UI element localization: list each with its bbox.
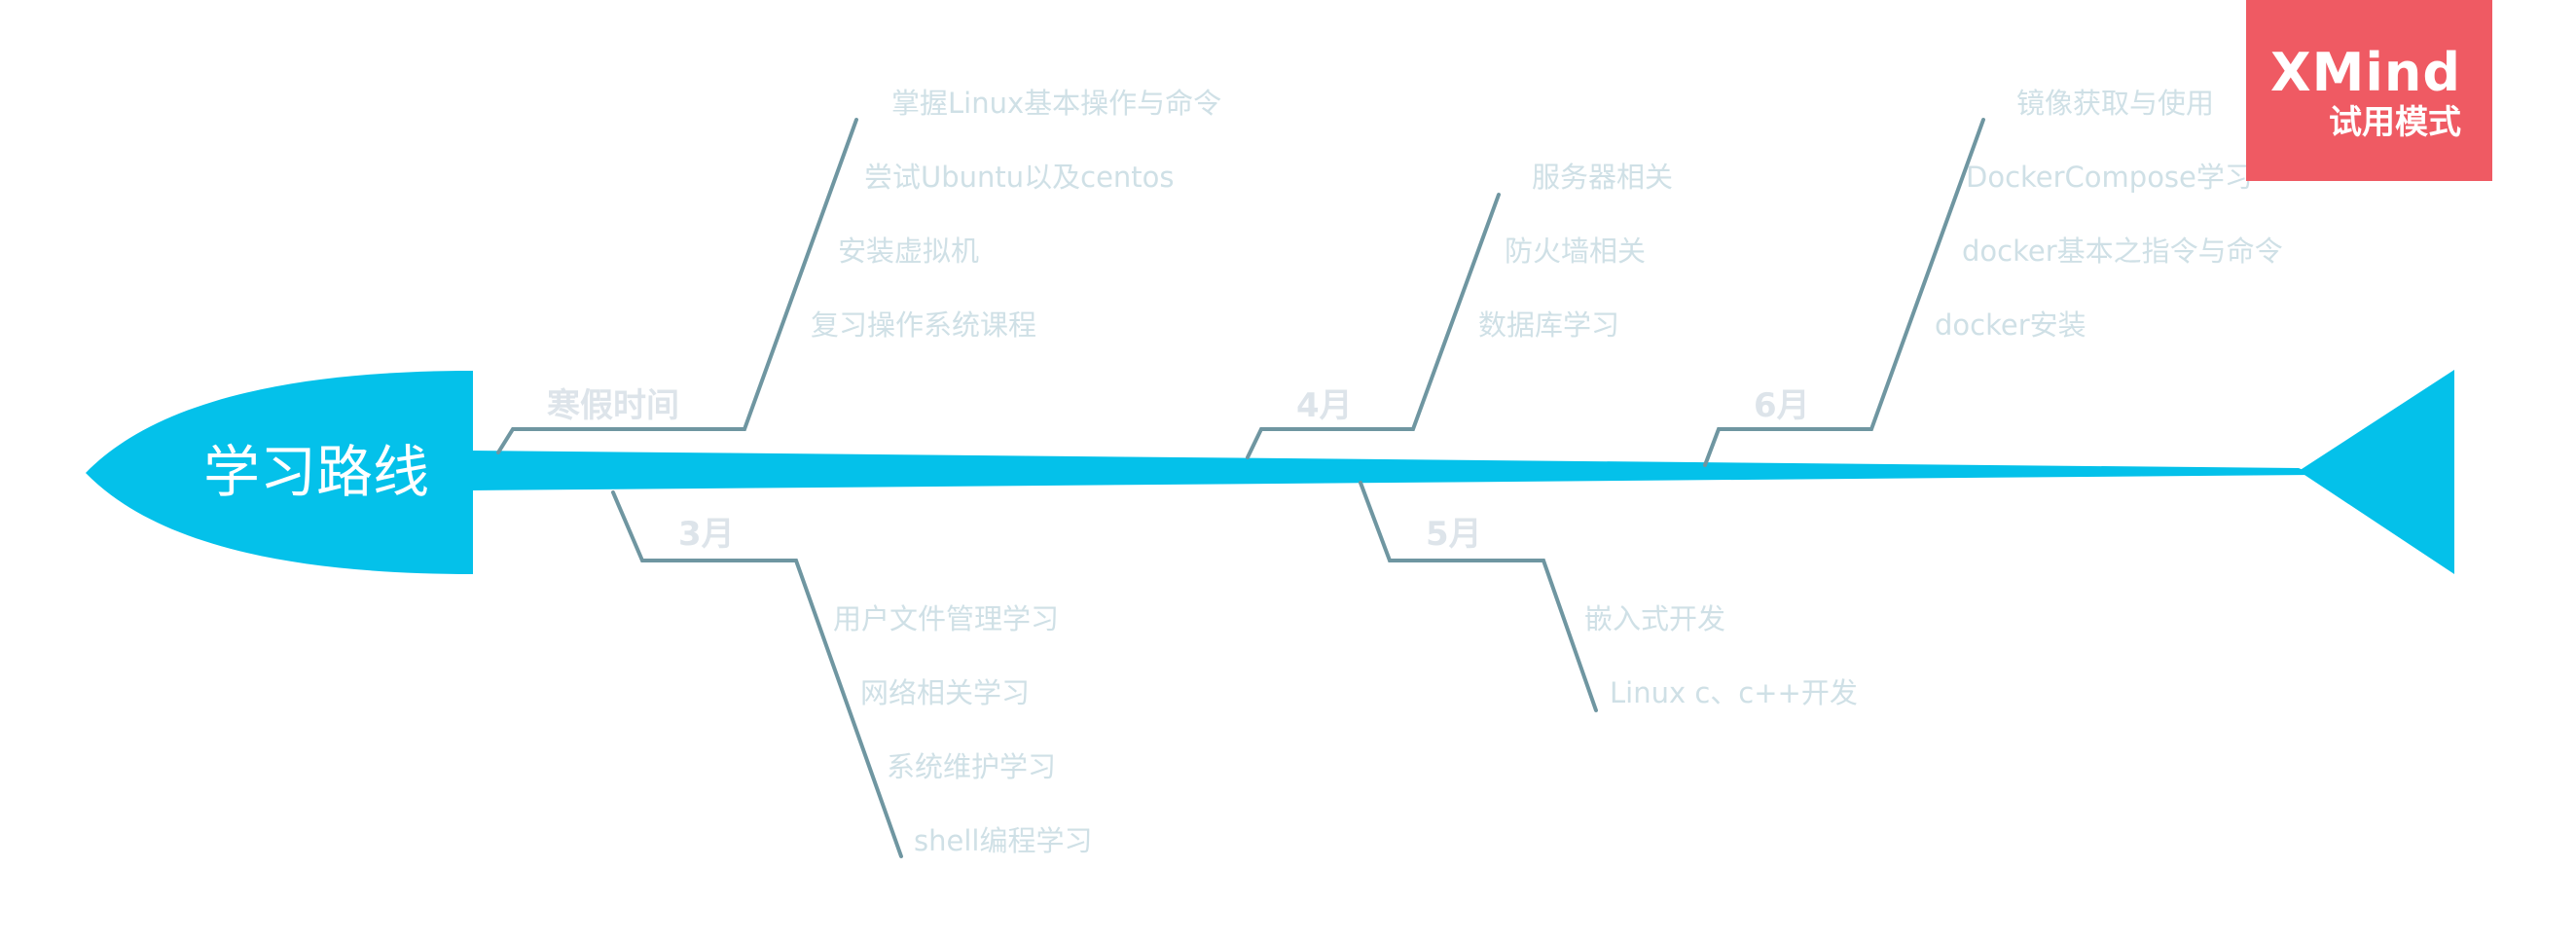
leaf-label: 服务器相关 xyxy=(1532,161,1673,194)
trial-watermark: XMind 试用模式 xyxy=(2246,0,2492,181)
leaf-label: 数据库学习 xyxy=(1478,308,1619,342)
leaf-label: docker基本之指令与命令 xyxy=(1962,235,2283,268)
branch-label: 4月 xyxy=(1296,386,1353,425)
branch-line xyxy=(1246,193,1501,459)
central-topic: 学习路线 xyxy=(203,439,429,505)
leaf-label: Linux c、c++开发 xyxy=(1610,676,1858,709)
leaf-label: 嵌入式开发 xyxy=(1584,602,1725,635)
branch-label: 寒假时间 xyxy=(547,386,679,425)
branch-april: 4月 服务器相关 防火墙相关 数据库学习 xyxy=(1246,161,1673,459)
branch-june: 6月 镜像获取与使用 DockerCompose学习 docker基本之指令与命… xyxy=(1703,87,2283,467)
branch-label: 6月 xyxy=(1754,386,1810,425)
branch-label: 5月 xyxy=(1426,515,1482,554)
branch-line xyxy=(496,118,858,454)
leaf-label: docker安装 xyxy=(1935,308,2086,342)
branch-line xyxy=(611,490,903,858)
branch-march: 3月 用户文件管理学习 网络相关学习 系统维护学习 shell编程学习 xyxy=(611,490,1092,858)
branch-line xyxy=(1703,118,1985,467)
trial-mode-label: 试用模式 xyxy=(2329,103,2461,142)
brand-logo: XMind xyxy=(2270,42,2461,103)
leaf-label: 用户文件管理学习 xyxy=(833,602,1059,635)
branch-may: 5月 嵌入式开发 Linux c、c++开发 xyxy=(1359,481,1858,712)
leaf-label: DockerCompose学习 xyxy=(1966,161,2253,194)
leaf-label: shell编程学习 xyxy=(914,824,1092,857)
leaf-label: 安装虚拟机 xyxy=(838,235,979,268)
spine xyxy=(471,451,2314,490)
leaf-label: 复习操作系统课程 xyxy=(811,308,1036,342)
fish-tail xyxy=(2299,370,2454,574)
leaf-label: 掌握Linux基本操作与命令 xyxy=(891,87,1221,120)
leaf-label: 镜像获取与使用 xyxy=(2016,87,2214,120)
leaf-label: 防火墙相关 xyxy=(1505,235,1646,268)
fish-head xyxy=(86,371,473,574)
leaf-label: 系统维护学习 xyxy=(887,750,1056,783)
branch-line xyxy=(1359,481,1598,712)
leaf-label: 尝试Ubuntu以及centos xyxy=(864,161,1175,194)
leaf-label: 网络相关学习 xyxy=(860,676,1030,709)
branch-winter: 寒假时间 掌握Linux基本操作与命令 尝试Ubuntu以及centos 安装虚… xyxy=(496,87,1221,454)
branch-label: 3月 xyxy=(678,515,735,554)
